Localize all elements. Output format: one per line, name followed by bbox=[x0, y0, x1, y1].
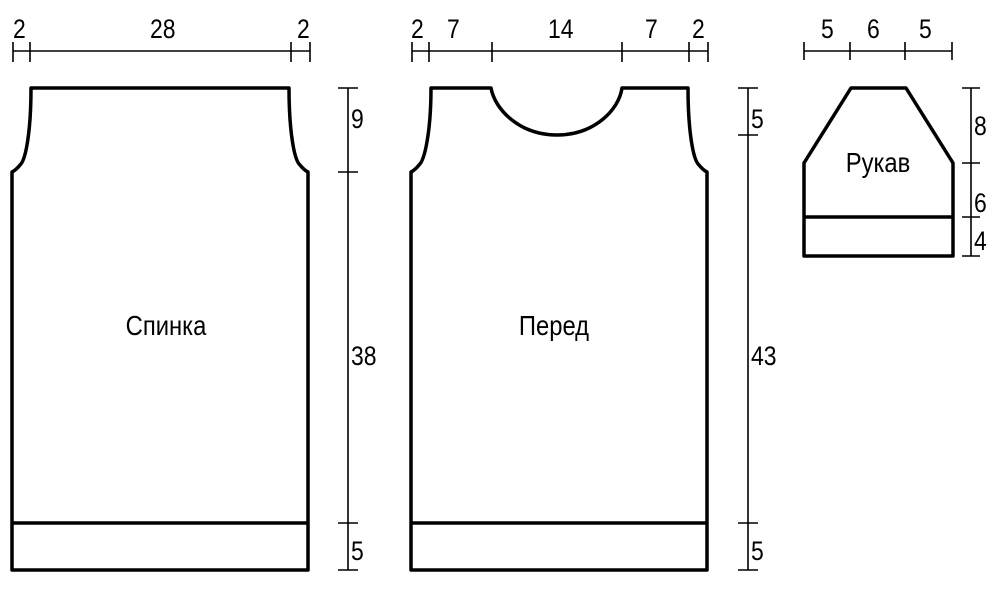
back-width-dimension bbox=[12, 42, 311, 62]
front-height-5-bottom: 5 bbox=[751, 536, 764, 566]
sleeve-height-4: 4 bbox=[974, 226, 987, 256]
front-outline bbox=[409, 86, 709, 572]
front-label: Перед bbox=[519, 309, 589, 341]
front-height-43: 43 bbox=[751, 341, 777, 371]
sleeve-label: Рукав bbox=[846, 146, 911, 178]
back-width-2-left: 2 bbox=[13, 14, 26, 44]
sleeve-width-6: 6 bbox=[867, 14, 880, 44]
sleeve-outline bbox=[802, 86, 955, 258]
front-width-14: 14 bbox=[548, 14, 574, 44]
front-width-7-left: 7 bbox=[447, 14, 460, 44]
back-piece: 2 28 2 9 38 5 Спинка bbox=[10, 14, 377, 572]
back-outline bbox=[10, 86, 310, 572]
back-label: Спинка bbox=[126, 309, 207, 341]
back-width-2-right: 2 bbox=[297, 14, 310, 44]
front-width-2-left: 2 bbox=[411, 14, 424, 44]
sleeve-width-dimension bbox=[803, 42, 953, 60]
front-piece: 2 7 14 7 2 5 43 5 Перед bbox=[409, 14, 777, 572]
front-height-dimension bbox=[738, 87, 758, 571]
back-height-9: 9 bbox=[351, 104, 364, 134]
sleeve-height-dimension bbox=[962, 87, 980, 257]
sleeve-piece: 5 6 5 8 6 4 Рукав bbox=[802, 14, 987, 258]
front-width-dimension bbox=[411, 42, 709, 62]
back-height-5: 5 bbox=[351, 536, 364, 566]
sleeve-width-5-right: 5 bbox=[919, 14, 932, 44]
back-width-28: 28 bbox=[150, 14, 176, 44]
sleeve-width-5-left: 5 bbox=[821, 14, 834, 44]
back-height-38: 38 bbox=[351, 341, 377, 371]
front-width-2-right: 2 bbox=[692, 14, 705, 44]
back-height-dimension bbox=[338, 87, 358, 571]
front-height-5-top: 5 bbox=[751, 104, 764, 134]
sleeve-height-8: 8 bbox=[974, 111, 987, 141]
front-width-7-right: 7 bbox=[645, 14, 658, 44]
sleeve-height-6: 6 bbox=[974, 188, 987, 218]
